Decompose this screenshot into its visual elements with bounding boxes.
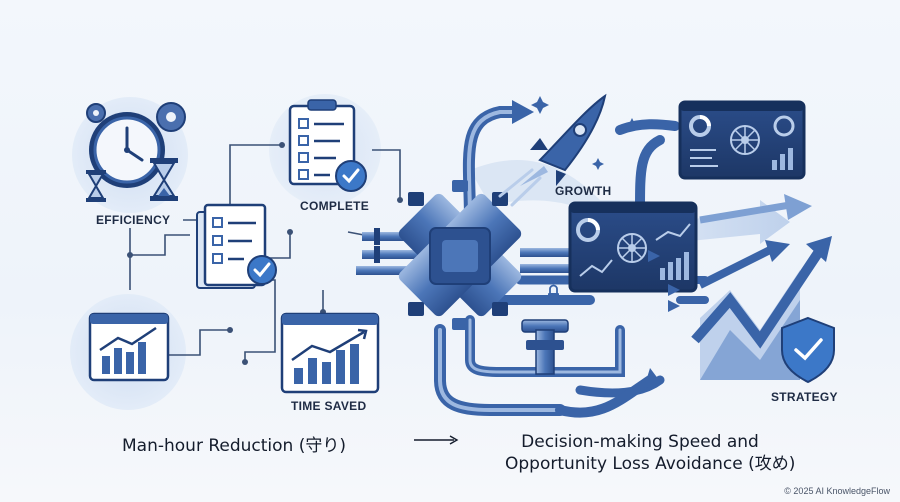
check-badge-icon — [335, 160, 367, 192]
shield-check-icon — [781, 316, 835, 384]
pipe-arrowhead-right — [644, 368, 662, 388]
gear-icon — [86, 102, 186, 132]
pipe-hub-icon — [398, 180, 580, 330]
caption-decision-making: Decision-making Speed and Opportunity Lo… — [505, 431, 796, 475]
lock-icon — [548, 284, 559, 302]
valve-icon — [521, 319, 569, 375]
time-saved-chart-icon — [280, 312, 380, 394]
caption-right-line1: Decision-making Speed and — [521, 432, 759, 452]
label-time-saved: TIME SAVED — [291, 399, 367, 413]
label-growth: GROWTH — [555, 184, 612, 198]
caption-arrow-icon — [414, 435, 459, 445]
connector-dots — [127, 142, 403, 365]
copyright-text: © 2025 AI KnowledgeFlow — [784, 486, 890, 496]
checklist-icon — [288, 99, 367, 192]
label-strategy: STRATEGY — [771, 390, 838, 404]
input-pipes — [356, 228, 422, 275]
dashboard-icon — [568, 201, 698, 293]
label-complete: COMPLETE — [300, 199, 370, 213]
hourglass-icon — [86, 158, 178, 202]
bar-chart-icon — [88, 312, 170, 382]
document-checklist-icon — [196, 203, 277, 289]
analytics-monitor-icon — [678, 100, 806, 180]
clock-icon — [89, 112, 165, 188]
pipe-arrowhead-top — [512, 100, 534, 124]
sparkle-icons — [531, 96, 638, 170]
flow-arrows — [648, 250, 680, 312]
caption-right-line2: Opportunity Loss Avoidance (攻め) — [505, 454, 796, 474]
rocket-icon — [498, 93, 607, 207]
caption-man-hour-reduction: Man-hour Reduction (守り) — [122, 436, 346, 456]
label-efficiency: EFFICIENCY — [96, 213, 171, 227]
growth-arrow-icon — [691, 194, 832, 380]
